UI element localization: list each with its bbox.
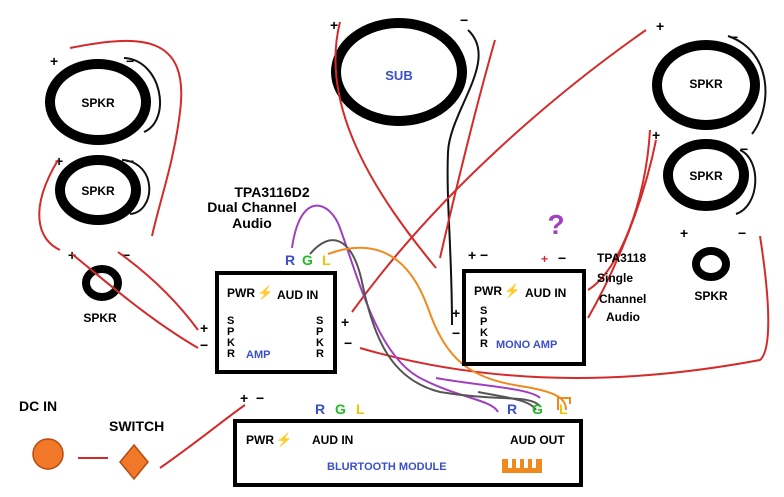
spkr-letter: P (480, 316, 487, 328)
amp-input-r: R (285, 252, 295, 268)
sub-label: SUB (385, 68, 412, 83)
speaker-left-top: SPKR (45, 59, 151, 145)
amp-mono: ? + − + − TPA3118 Single Channel Audio P… (452, 209, 646, 366)
speaker-right-middle: SPKR (663, 139, 749, 211)
power-bolt-icon: ⚡ (257, 285, 273, 301)
amp-mono-title-line3: Channel (599, 292, 646, 306)
power-bolt-icon: ⚡ (276, 432, 292, 448)
spkr-letter: K (316, 337, 324, 349)
amp-input-l: L (322, 252, 331, 268)
spkr-letter: R (316, 348, 324, 360)
switch-label: SWITCH (109, 418, 164, 434)
black-speaker-wires (121, 29, 767, 326)
speaker-label: SPKR (81, 96, 115, 110)
plus-sign: + (652, 127, 660, 143)
mono-aud-in-label: AUD IN (525, 286, 566, 300)
bt-aud-out-label: AUD OUT (510, 433, 565, 447)
plus-sign: + (452, 305, 460, 321)
subwoofer: SUB (331, 18, 467, 126)
amp-dual-title-line2: Dual Channel (207, 199, 296, 215)
amp-pwr-label: PWR (227, 286, 255, 300)
bt-pwr-label: PWR (246, 433, 274, 447)
amp-spkr-left: S P K R (227, 315, 235, 360)
dc-in-jack-icon (32, 438, 64, 470)
plus-sign: + (541, 252, 548, 266)
minus-sign: − (200, 337, 208, 353)
mono-spkr: S P K R (480, 305, 488, 350)
power-bolt-icon: ⚡ (504, 283, 520, 299)
minus-sign: − (256, 390, 264, 406)
amp-mono-title-line2: Single (597, 271, 633, 285)
minus-sign: − (558, 250, 566, 266)
spkr-letter: K (480, 327, 488, 339)
bt-out-g: G (532, 401, 543, 417)
bt-module-name: BLURTOOTH MODULE (327, 461, 447, 473)
question-mark: ? (547, 209, 564, 240)
mono-amp-name: MONO AMP (496, 339, 557, 351)
bt-in-g: G (335, 401, 346, 417)
plus-sign: + (468, 247, 476, 263)
minus-sign: − (738, 225, 746, 241)
bluetooth-module: + − R G L R G L PWR ⚡ AUD IN AUD OUT BLU… (233, 390, 583, 487)
audio-out-connector-icon (502, 459, 542, 473)
speaker-right-small: SPKR (692, 247, 730, 303)
amp-aud-in-label: AUD IN (277, 288, 318, 302)
bt-out-l: L (559, 401, 568, 417)
minus-sign: − (126, 53, 134, 69)
minus-sign: − (740, 141, 748, 157)
plus-sign: + (240, 390, 248, 406)
signal-wires (291, 204, 567, 413)
plus-sign: + (50, 53, 58, 69)
bt-aud-in-label: AUD IN (312, 433, 353, 447)
spkr-letter: P (316, 326, 323, 338)
speaker-label: SPKR (689, 169, 723, 183)
minus-sign: − (460, 12, 468, 28)
speaker-label: SPKR (83, 311, 117, 325)
spkr-letter: S (480, 305, 487, 317)
bt-out-r: R (507, 401, 517, 417)
speaker-label: SPKR (81, 184, 115, 198)
power-input: DC IN SWITCH (19, 398, 164, 481)
plus-sign: + (680, 225, 688, 241)
minus-sign: − (122, 247, 130, 263)
plus-sign: + (200, 320, 208, 336)
minus-sign: − (730, 29, 738, 45)
amp-mono-title-line1: TPA3118 (597, 251, 646, 265)
spkr-letter: K (227, 337, 235, 349)
plus-sign: + (55, 153, 63, 169)
spkr-letter: S (316, 315, 323, 327)
minus-sign: − (344, 335, 352, 351)
plus-sign: + (341, 314, 349, 330)
minus-sign: − (480, 247, 488, 263)
amp-mono-title-line4: Audio (606, 310, 640, 324)
amp-dual-title-line3: Audio (232, 215, 272, 231)
amp-spkr-right: S P K R (316, 315, 324, 360)
spkr-letter: P (227, 326, 234, 338)
switch-icon[interactable] (119, 443, 149, 481)
spkr-letter: S (227, 315, 234, 327)
amp-input-g: G (302, 252, 313, 268)
spkr-letter: R (480, 338, 488, 350)
speaker-label: SPKR (694, 289, 728, 303)
speaker-left-middle: SPKR (55, 155, 141, 225)
minus-sign: − (452, 325, 460, 341)
plus-sign: + (656, 18, 664, 34)
amp-dual-channel: TPA3116D2 Dual Channel Audio R G L PWR ⚡… (200, 184, 352, 374)
amp-dual-title-line1: TPA3116D2 (234, 184, 309, 200)
bt-in-l: L (356, 401, 365, 417)
speaker-left-small: SPKR (82, 265, 122, 325)
speaker-label: SPKR (689, 77, 723, 91)
speaker-right-top: SPKR (652, 40, 760, 130)
plus-sign: + (330, 17, 338, 33)
amp-name: AMP (246, 349, 270, 361)
mono-pwr-label: PWR (474, 284, 502, 298)
dc-in-label: DC IN (19, 398, 57, 414)
bt-in-r: R (315, 401, 325, 417)
spkr-letter: R (227, 348, 235, 360)
red-wires (38, 21, 770, 469)
